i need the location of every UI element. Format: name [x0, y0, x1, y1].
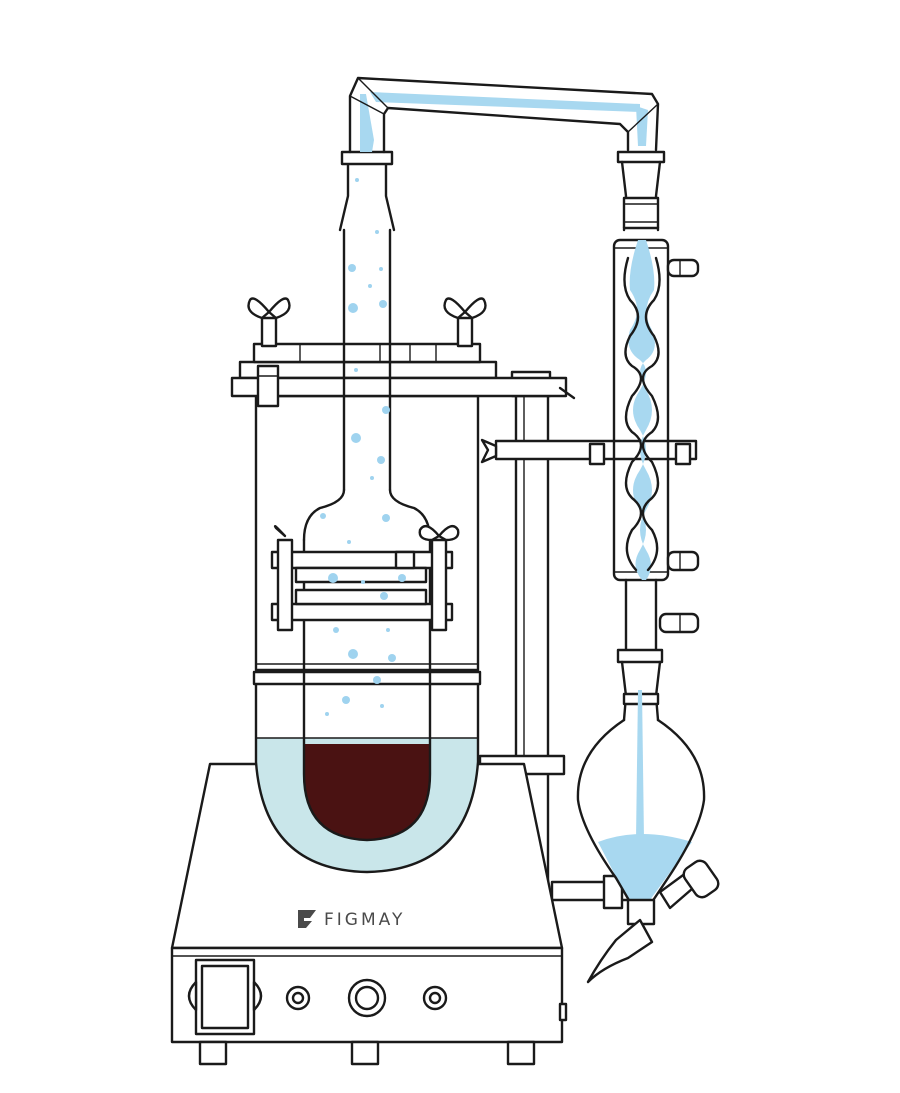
brand-logo: FIGMAY	[298, 910, 405, 930]
receiving-flask-icon	[576, 690, 706, 904]
control-knob-icon	[285, 978, 448, 1018]
condenser-icon	[612, 150, 700, 722]
wing-nut-icon	[247, 297, 487, 348]
figmay-logo-icon	[298, 910, 316, 928]
evaporation-flask-icon	[302, 488, 432, 842]
brand-name: FIGMAY	[324, 910, 405, 930]
vapor-column	[338, 150, 396, 492]
drain-valve-icon	[586, 859, 720, 984]
vapor-tube-icon	[348, 76, 660, 154]
power-switch-icon	[187, 958, 263, 1036]
vapor-bubbles	[320, 178, 406, 716]
top-lid-clamp	[230, 342, 576, 408]
inner-flange-clamps	[270, 524, 460, 632]
